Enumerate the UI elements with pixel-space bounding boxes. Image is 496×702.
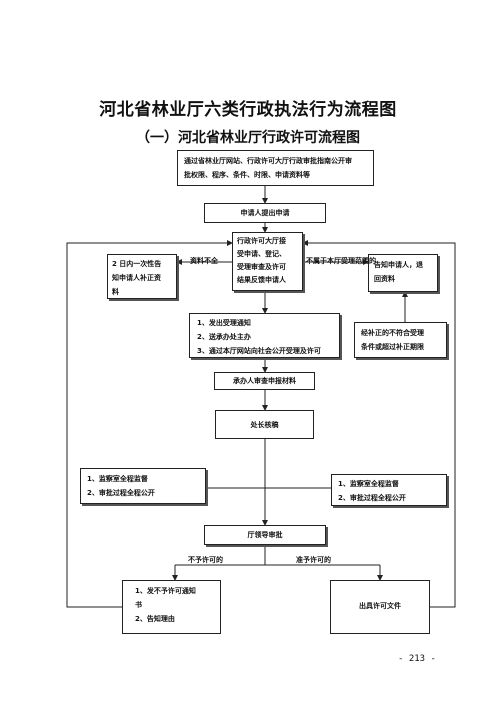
label-incomplete: 资料不全 xyxy=(190,257,218,265)
node-overdue: 经补正的不符合受理 条件或超过补正期限 xyxy=(354,322,447,358)
node-publish-info: 通过省林业厅网站、行政许可大厅行政审批指南公开审 批权限、程序、条件、时限、申请… xyxy=(177,150,374,186)
page-subtitle: （一）河北省林业厅行政许可流程图 xyxy=(136,130,360,146)
node-supervise-right-line-1: 1、监察室全程监督 xyxy=(338,480,399,488)
label-out-of-scope: 不属于本厅受理范围的 xyxy=(306,257,376,265)
node-accept-line-2: 2、送承办处主办 xyxy=(197,333,251,341)
node-deny: 1、发不予许可通知 书 2、告知理由 xyxy=(122,580,221,634)
node-leader-label: 厅领导审批 xyxy=(247,531,283,539)
node-accept-line-1: 1、发出受理通知 xyxy=(197,319,251,327)
node-apply-label: 申请人提出申请 xyxy=(240,209,290,217)
node-hall-line-1: 行政许可大厅接 xyxy=(237,237,286,245)
node-issue: 出具许可文件 xyxy=(330,580,430,634)
node-reject-notify-line-1: 告知申请人，退 xyxy=(374,261,423,269)
node-chief: 处长核稿 xyxy=(215,410,314,439)
node-leader: 厅领导审批 xyxy=(204,525,326,545)
node-reject-notify: 告知申请人，退 回资料 xyxy=(368,254,438,292)
node-hall-line-3: 受理审查及许可 xyxy=(237,263,286,271)
node-review-label: 承办人审查申报材料 xyxy=(233,377,296,385)
node-deny-line-1: 1、发不予许可通知 xyxy=(135,587,196,595)
node-supplement: 2 日内一次性告 知申请人补正资 料 xyxy=(107,254,177,299)
node-issue-label: 出具许可文件 xyxy=(359,602,401,610)
node-supervise-right: 1、监察室全程监督 2、审批过程全程公开 xyxy=(331,474,447,506)
node-supplement-line-3: 料 xyxy=(112,288,119,296)
node-hall-line-2: 受申请、登记、 xyxy=(237,250,286,258)
node-supervise-right-line-2: 2、审批过程全程公开 xyxy=(338,494,406,502)
node-supplement-line-1: 2 日内一次性告 xyxy=(112,260,162,268)
page-number: - 213 - xyxy=(398,654,436,664)
node-accept-line-3: 3、通过本厅网站向社会公开受理及许可 xyxy=(197,347,321,355)
node-overdue-line-2: 条件或超过补正期限 xyxy=(361,343,424,351)
arrow-left-feedback-loop xyxy=(66,240,233,608)
node-publish-line-1: 通过省林业厅网站、行政许可大厅行政审批指南公开审 xyxy=(184,157,352,165)
node-apply: 申请人提出申请 xyxy=(204,203,326,223)
node-deny-line-3: 2、告知理由 xyxy=(135,615,175,623)
node-supervise-left: 1、监察室全程监督 2、审批过程全程公开 xyxy=(80,468,206,504)
node-supplement-line-2: 知申请人补正资 xyxy=(112,274,161,282)
label-not-approved: 不予许可的 xyxy=(188,556,223,564)
node-publish-line-2: 批权限、程序、条件、时限、申请资料等 xyxy=(184,171,310,179)
page-title: 河北省林业厅六类行政执法行为流程图 xyxy=(99,100,397,120)
node-hall: 行政许可大厅接 受申请、登记、 受理审查及许可 结果反馈申请人 xyxy=(232,232,303,291)
node-hall-line-4: 结果反馈申请人 xyxy=(237,276,286,284)
node-deny-line-2: 书 xyxy=(135,601,142,609)
label-approved: 准予许可的 xyxy=(296,556,331,564)
node-accept: 1、发出受理通知 2、送承办处主办 3、通过本厅网站向社会公开受理及许可 xyxy=(189,313,340,358)
node-supervise-left-line-2: 2、审批过程全程公开 xyxy=(87,489,155,497)
node-reject-notify-line-2: 回资料 xyxy=(374,275,395,283)
arrow-right-feedback-loop xyxy=(302,240,456,608)
node-review: 承办人审查申报材料 xyxy=(214,372,315,390)
node-overdue-line-1: 经补正的不符合受理 xyxy=(361,329,424,337)
node-supervise-left-line-1: 1、监察室全程监督 xyxy=(87,475,148,483)
node-chief-label: 处长核稿 xyxy=(250,421,279,429)
